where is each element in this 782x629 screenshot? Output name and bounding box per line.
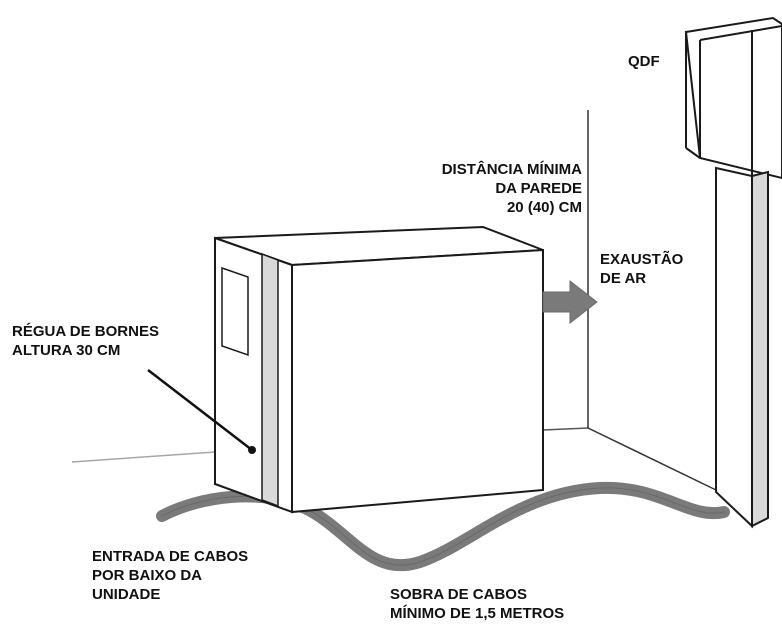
wall-distance-label: DISTÂNCIA MÍNIMA DA PAREDE 20 (40) CM — [380, 160, 582, 217]
cable-entry-line-1: ENTRADA DE CABOS — [92, 548, 249, 565]
exhaust-line-2: DE AR — [600, 270, 647, 287]
qdf-text: QDF — [628, 53, 660, 70]
qdf-panel — [684, 16, 782, 180]
terminal-strip-line-1: RÉGUA DE BORNES — [12, 323, 159, 340]
wall-distance-line-3: 20 (40) CM — [506, 199, 582, 216]
cable-slack-label: SOBRA DE CABOS MÍNIMO DE 1,5 METROS — [390, 585, 564, 623]
terminal-strip-line-2: ALTURA 30 CM — [12, 342, 121, 359]
wall-floor-line — [587, 427, 717, 491]
terminal-strip-label: RÉGUA DE BORNES ALTURA 30 CM — [12, 322, 159, 360]
terminal-strip-pointer — [147, 369, 253, 451]
terminal-strip — [261, 252, 279, 508]
wall-distance-line-2: DA PAREDE — [495, 180, 582, 197]
floor-line — [71, 451, 216, 463]
cable-entry-line-2: POR BAIXO DA — [92, 567, 203, 584]
floor-line-right — [542, 427, 589, 431]
exhaust-label: EXAUSTÃO DE AR — [600, 250, 683, 288]
cable-slack-line-1: SOBRA DE CABOS — [390, 586, 527, 603]
cabinet-front — [291, 248, 544, 514]
exhaust-arrow — [542, 279, 598, 325]
cabinet-unit — [214, 225, 544, 514]
cable-entry-label: ENTRADA DE CABOS POR BAIXO DA UNIDADE — [92, 547, 248, 604]
cable-duct — [715, 166, 769, 529]
cabinet-window — [221, 266, 249, 357]
cable-entry-line-3: UNIDADE — [92, 586, 161, 603]
cable-slack-line-2: MÍNIMO DE 1,5 METROS — [390, 605, 565, 622]
terminal-strip-pointer-dot — [248, 446, 256, 454]
exhaust-line-1: EXAUSTÃO — [600, 251, 684, 268]
qdf-label: QDF — [628, 52, 660, 71]
wall-distance-line-1: DISTÂNCIA MÍNIMA — [441, 161, 582, 178]
